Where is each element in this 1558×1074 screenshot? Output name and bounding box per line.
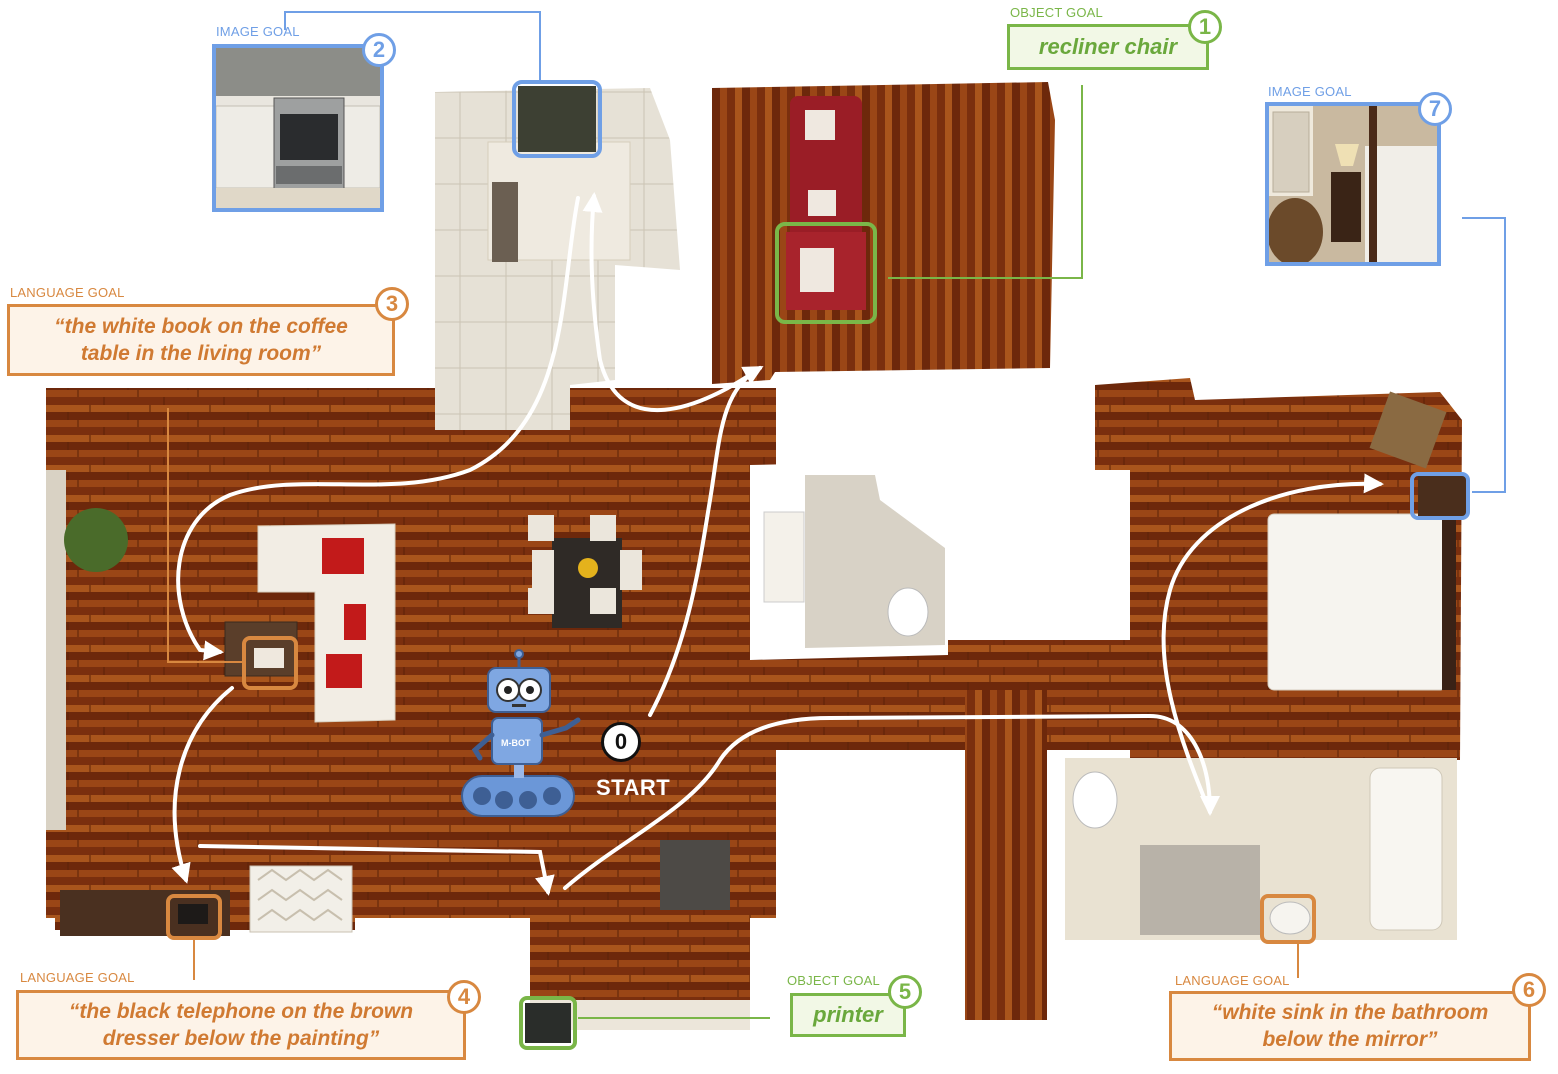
robot-arm-left (471, 732, 495, 761)
goal-1-number-badge: 1 (1188, 10, 1222, 44)
study-desk (660, 840, 730, 910)
dining-chair-4 (590, 588, 616, 614)
connector-goal-3 (167, 408, 244, 663)
bedroom-image (1267, 106, 1437, 266)
goal-5-number-badge: 5 (888, 975, 922, 1009)
navigation-paths (171, 192, 1384, 896)
goal-1-text: recliner chair (1038, 34, 1178, 59)
dining-chair-3 (528, 588, 554, 614)
goal-1-label-box: recliner chair (1007, 24, 1209, 70)
highlight-goal-5-printer (519, 996, 577, 1050)
highlight-goal-7-nightstand (1410, 472, 1470, 520)
den-floor (712, 82, 1055, 384)
vanity-center (763, 511, 805, 603)
goal-5-type-label: OBJECT GOAL (787, 973, 880, 988)
shower-mat (1140, 845, 1260, 935)
bed (1267, 513, 1447, 691)
goal-5-text: printer (813, 1002, 883, 1027)
goal-3-label-box: “the white book on the coffee table in t… (7, 304, 395, 376)
robot-name-label: M-BOT (501, 738, 531, 748)
goal-1-type-label: OBJECT GOAL (1010, 5, 1103, 20)
couch-pillow-2 (808, 190, 836, 216)
bathroom-sink (1269, 901, 1311, 935)
goal-4-type-label: LANGUAGE GOAL (20, 970, 135, 985)
goal-2-number-badge: 2 (362, 33, 396, 67)
highlight-goal-1-recliner (775, 222, 877, 324)
goal-6-label-box: “white sink in the bathroom below the mi… (1169, 991, 1531, 1061)
goal-5-label-box: printer (790, 993, 906, 1037)
goal-6-number-badge: 6 (1512, 973, 1546, 1007)
robot-arm-right (539, 717, 581, 738)
path-to-goal-1 (648, 366, 764, 717)
entry-rug-pattern (257, 868, 343, 922)
dining-chair-2 (590, 515, 616, 541)
toilet-center (887, 587, 929, 637)
connector-goal-7 (1462, 217, 1506, 493)
goal-6-text-line-2: below the mirror” (1262, 1028, 1438, 1051)
toilet-master (1072, 771, 1118, 829)
dining-table (552, 538, 622, 628)
black-telephone (178, 904, 208, 924)
white-book (254, 648, 284, 668)
sofa-cushion-red-1 (322, 538, 364, 574)
goal-6-text-line-1: “white sink in the bathroom (1211, 1001, 1489, 1024)
dining-chair-6 (532, 550, 554, 590)
goal-7-type-label: IMAGE GOAL (1268, 84, 1352, 99)
bathtub (1369, 767, 1443, 931)
living-room-window-wall (46, 470, 66, 830)
path-to-goal-5 (198, 844, 555, 896)
path-to-goal-7 (1161, 473, 1384, 814)
recliner-pillow (800, 248, 834, 292)
goal-2-type-label: IMAGE GOAL (216, 24, 300, 39)
path-to-goal-4 (171, 686, 234, 884)
goal-4-text-line-2: dresser below the painting” (102, 1027, 380, 1050)
printer (525, 1003, 571, 1043)
path-to-goal-2 (582, 192, 762, 413)
goal-4-text-line-1: “the black telephone on the brown (68, 1000, 414, 1023)
goal-3-type-label: LANGUAGE GOAL (10, 285, 125, 300)
kitchen-image (215, 48, 381, 208)
goal-7-number-badge: 7 (1418, 92, 1452, 126)
robot-body (491, 717, 543, 765)
connector-goal-2 (284, 11, 541, 82)
path-to-goal-3 (176, 196, 580, 661)
furniture (60, 86, 1466, 1043)
highlight-goal-2-stove (512, 80, 602, 158)
bedroom-armchair (1369, 391, 1447, 469)
start-label: START (596, 775, 671, 800)
goal-3-text-line-2: table in the living room” (80, 342, 322, 365)
flower-centerpiece (578, 558, 598, 578)
dining-chair-1 (528, 515, 554, 541)
connector-goal-1 (888, 85, 1083, 279)
sofa-cushion-red-2 (344, 604, 366, 640)
path-to-goal-6 (563, 713, 1220, 890)
goal-3-number-badge: 3 (375, 287, 409, 321)
goal-4-label-box: “the black telephone on the brown dresse… (16, 990, 466, 1060)
potted-plant (64, 508, 128, 572)
dining-chair-5 (620, 550, 642, 590)
nightstand (1418, 476, 1466, 516)
connector-lines (167, 11, 1506, 1019)
goal-3-text-line-1: “the white book on the coffee (54, 315, 348, 338)
goal-4-number-badge: 4 (447, 980, 481, 1014)
goal-6-type-label: LANGUAGE GOAL (1175, 973, 1290, 988)
entry-rug (249, 865, 353, 933)
start-marker: 0 (601, 722, 641, 762)
sofa-cushion-red-3 (326, 654, 362, 688)
kitchen-counter (492, 182, 518, 262)
highlight-goal-6-sink (1260, 894, 1316, 944)
goal-7-image-thumbnail (1265, 102, 1441, 266)
couch-pillow-1 (805, 110, 835, 140)
stove (518, 86, 596, 152)
bed-headboard (1442, 514, 1456, 690)
hallway-vertical (965, 690, 1047, 1020)
goal-2-image-thumbnail (212, 44, 384, 212)
robot-icon (461, 649, 581, 817)
